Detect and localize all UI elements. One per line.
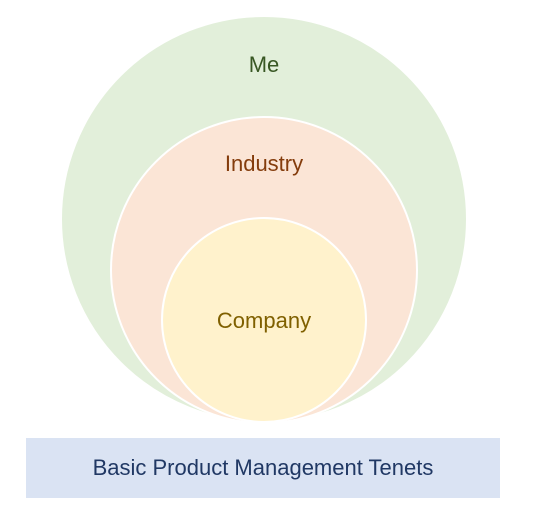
company-circle <box>161 217 367 423</box>
me-label: Me <box>248 52 280 77</box>
industry-label: Industry <box>224 151 304 176</box>
company-label: Company <box>216 308 312 333</box>
caption-text: Basic Product Management Tenets <box>92 455 434 480</box>
caption-box: Basic Product Management Tenets <box>26 438 500 498</box>
